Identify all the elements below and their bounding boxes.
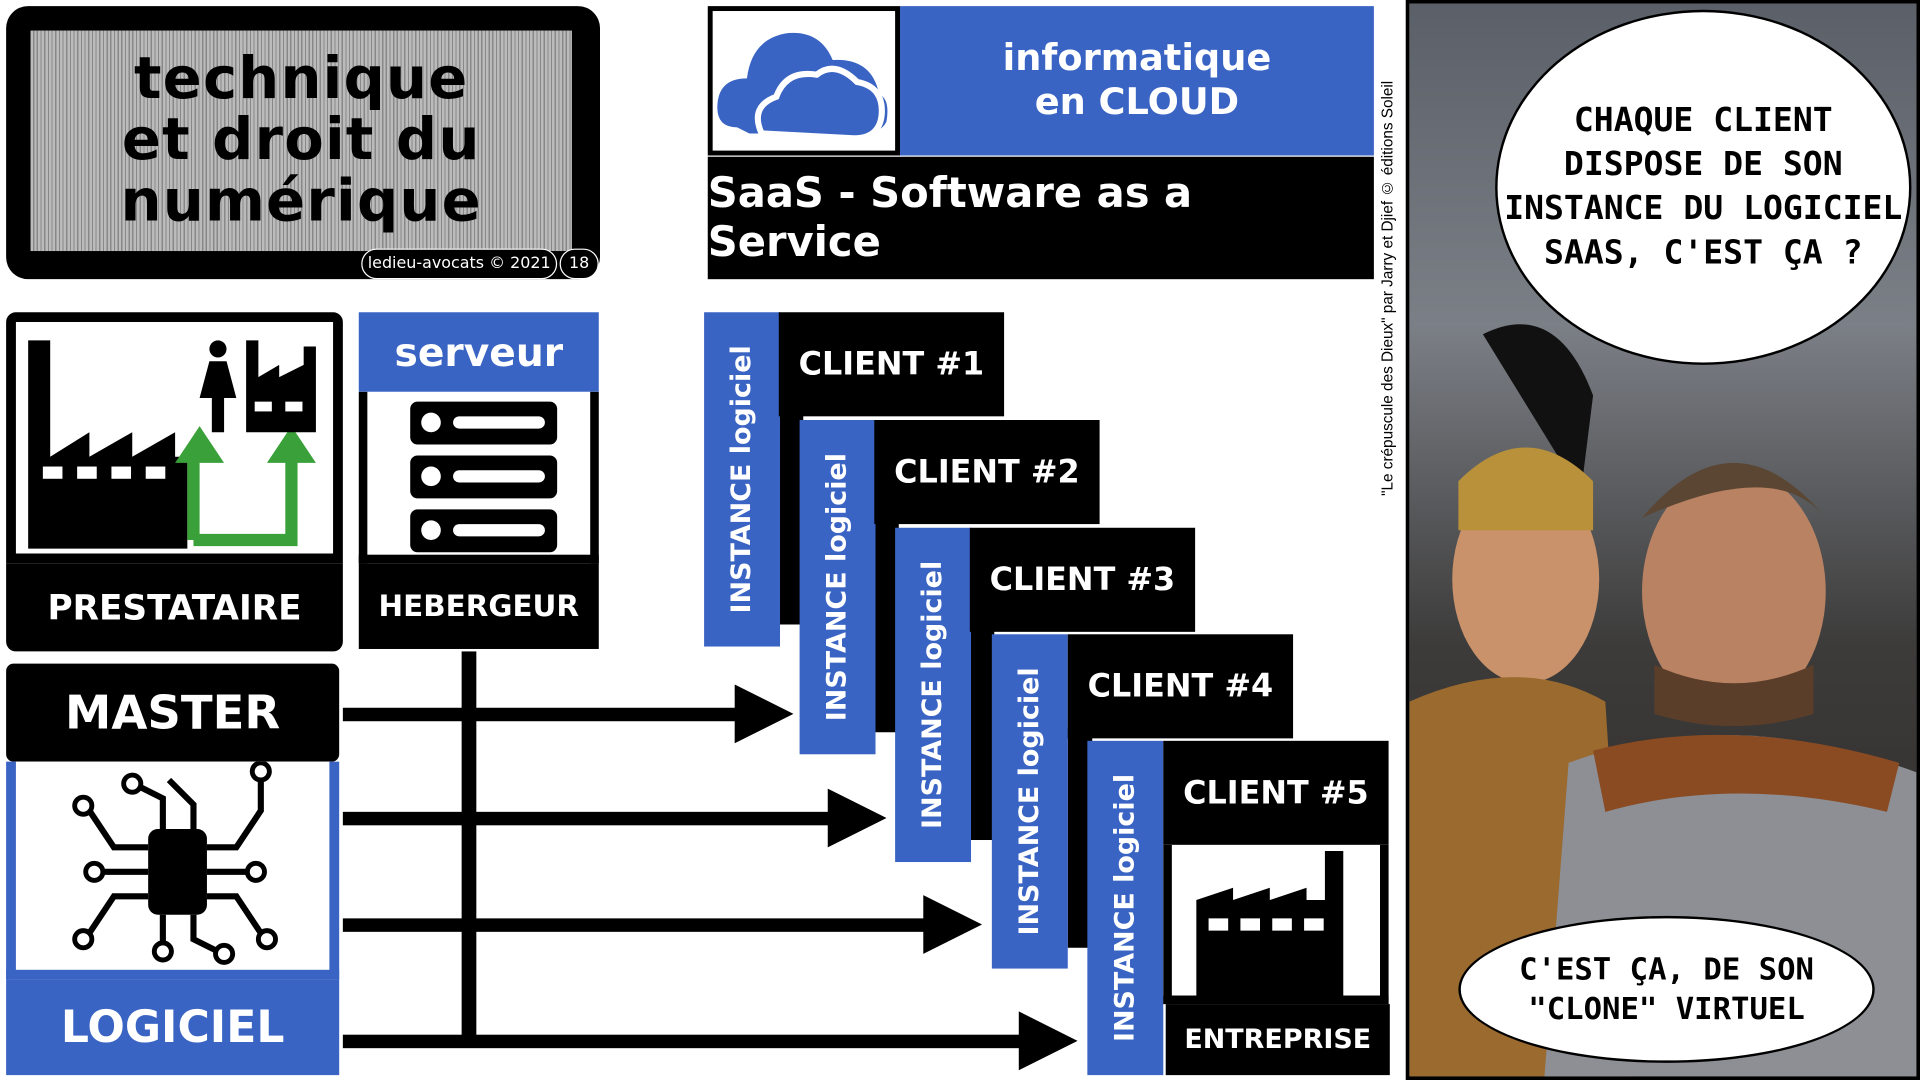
arrow-head-icon: [827, 788, 887, 848]
arrow-line: [342, 811, 831, 826]
prestataire-icon: [6, 312, 343, 564]
master-label: MASTER: [6, 663, 340, 762]
instance-2: INSTANCE logiciel: [799, 420, 876, 755]
arrow-head-icon: [1018, 1011, 1078, 1071]
arrow-line: [342, 1034, 1022, 1049]
connector-line: [461, 651, 477, 1044]
cloud-subtitle: en CLOUD: [1034, 80, 1240, 124]
instance-5: INSTANCE logiciel: [1087, 740, 1164, 1076]
factory-icon: [1163, 844, 1389, 1005]
title-line: et droit du: [121, 106, 481, 174]
instance-shadow: [969, 619, 995, 841]
instance-3: INSTANCE logiciel: [895, 527, 972, 863]
image-credit: "Le crépuscule des Dieux" par Jarry et D…: [1378, 80, 1396, 496]
client-1: CLIENT #1: [778, 312, 1005, 417]
arrow-head-icon: [923, 895, 983, 954]
arrow-line: [342, 918, 926, 932]
hebergeur-label: HEBERGEUR: [358, 563, 599, 649]
instance-4: INSTANCE logiciel: [991, 634, 1068, 969]
cloud-title: informatique: [1002, 36, 1272, 80]
instance-1: INSTANCE logiciel: [704, 312, 781, 647]
arrow-head-icon: [734, 684, 794, 744]
prestataire-label: PRESTATAIRE: [6, 563, 343, 652]
instance-shadow: [874, 511, 899, 733]
instance-shadow: [778, 404, 804, 625]
title-line: technique: [133, 45, 469, 113]
title-line: numérique: [120, 167, 482, 236]
server-icon: [358, 391, 599, 564]
entreprise-label: ENTREPRISE: [1165, 1004, 1390, 1076]
serveur-header: serveur: [358, 312, 599, 392]
client-2: CLIENT #2: [874, 420, 1100, 525]
title-banner: technique et droit du numérique: [30, 30, 572, 252]
saas-title: SaaS - Software as a Service: [707, 156, 1374, 280]
chip-icon: [6, 760, 340, 980]
copyright-pill: ledieu-avocats © 2021: [361, 248, 558, 280]
logiciel-label: LOGICIEL: [6, 979, 340, 1076]
page-number: 18: [559, 248, 599, 280]
speech-bubble-question: CHAQUE CLIENT DISPOSE DE SON INSTANCE DU…: [1495, 9, 1912, 365]
client-3: CLIENT #3: [969, 527, 1196, 632]
comic-panel: CHAQUE CLIENT DISPOSE DE SON INSTANCE DU…: [1405, 0, 1920, 1080]
speech-bubble-answer: C'EST ÇA, DE SON "CLONE" VIRTUEL: [1458, 915, 1875, 1063]
client-4: CLIENT #4: [1067, 634, 1294, 739]
client-5: CLIENT #5: [1163, 740, 1389, 845]
cloud-icon: [707, 6, 901, 156]
cloud-banner: informatique en CLOUD: [900, 6, 1374, 156]
arrow-line: [342, 707, 738, 722]
